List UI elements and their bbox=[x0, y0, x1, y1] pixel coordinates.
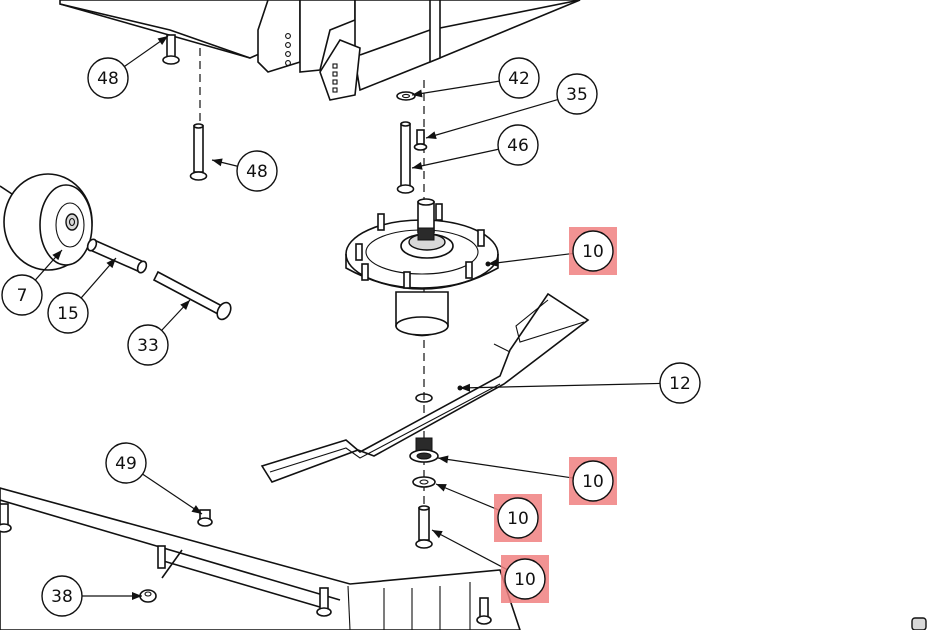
leader-arrowhead bbox=[436, 484, 447, 492]
leader-arrowhead bbox=[488, 258, 499, 267]
callout-10d: 10 bbox=[431, 529, 549, 603]
callout-bubble bbox=[497, 124, 539, 166]
callout-layer: 48 48 42 35 46 10 7 15 33 12 10 10 10 49 38 bbox=[1, 35, 701, 617]
callout-label: 35 bbox=[566, 85, 588, 105]
callout-label: 46 bbox=[507, 136, 529, 156]
leader-arrowhead bbox=[157, 36, 168, 46]
washer-42 bbox=[396, 91, 416, 101]
leader-arrowhead bbox=[180, 300, 190, 311]
leader-line bbox=[459, 382, 661, 389]
callout-10c: 10 bbox=[435, 483, 542, 542]
nut-35 bbox=[413, 129, 428, 151]
callout-bubble bbox=[556, 73, 598, 115]
callout-49: 49 bbox=[105, 442, 203, 515]
callout-bubble bbox=[127, 324, 169, 366]
blade-bolt bbox=[415, 505, 433, 549]
callout-label: 7 bbox=[17, 286, 28, 306]
leader-arrowhead bbox=[106, 258, 116, 269]
leader-arrowhead bbox=[412, 161, 423, 170]
axle-bolt-33 bbox=[152, 270, 232, 321]
callout-bubble bbox=[659, 362, 701, 404]
callout-bubble bbox=[572, 230, 614, 272]
callout-label: 10 bbox=[582, 242, 604, 262]
callout-7: 7 bbox=[1, 249, 63, 316]
spacer-tube-15 bbox=[86, 238, 148, 274]
callout-label: 10 bbox=[507, 509, 529, 529]
callout-bubble bbox=[498, 57, 540, 99]
leader-line bbox=[142, 473, 203, 515]
corner-fragment bbox=[911, 617, 927, 630]
callout-label: 48 bbox=[246, 162, 268, 182]
callout-label: 48 bbox=[97, 69, 119, 89]
leader-line bbox=[437, 457, 574, 479]
bolt-46 bbox=[396, 121, 415, 194]
callout-label: 10 bbox=[514, 570, 536, 590]
callout-10b: 10 bbox=[437, 455, 617, 505]
callout-38: 38 bbox=[41, 575, 142, 617]
bolt-48-lower bbox=[189, 123, 208, 181]
callout-bubble bbox=[497, 497, 539, 539]
callout-bubble bbox=[47, 292, 89, 334]
leader-arrowhead bbox=[432, 530, 443, 539]
leader-line bbox=[425, 99, 558, 139]
callout-bubble bbox=[572, 460, 614, 502]
spindle-housing bbox=[345, 198, 499, 337]
callout-label: 10 bbox=[582, 472, 604, 492]
leader-line bbox=[435, 483, 500, 511]
wheel-assembly bbox=[0, 173, 93, 271]
leader-line bbox=[487, 252, 574, 265]
leader-arrowhead bbox=[426, 131, 437, 140]
callout-bubble bbox=[1, 274, 43, 316]
callout-label: 49 bbox=[115, 454, 137, 474]
leader-line bbox=[431, 529, 508, 571]
bolt-48-upper bbox=[162, 34, 180, 65]
callout-15: 15 bbox=[47, 257, 117, 334]
callout-42: 42 bbox=[411, 57, 540, 99]
callout-10a: 10 bbox=[487, 227, 617, 275]
deck-bracket-top bbox=[59, 0, 581, 101]
callout-bubble bbox=[41, 575, 83, 617]
spindle-nut bbox=[409, 437, 439, 463]
callout-12: 12 bbox=[459, 362, 701, 404]
deck-skirt bbox=[0, 487, 521, 630]
callout-48a: 48 bbox=[87, 35, 169, 99]
callout-46: 46 bbox=[411, 124, 539, 170]
leader-arrowhead bbox=[132, 592, 142, 600]
callout-label: 42 bbox=[508, 69, 530, 89]
callout-35: 35 bbox=[425, 73, 598, 140]
callout-48b: 48 bbox=[211, 150, 278, 192]
leader-arrowhead bbox=[438, 455, 449, 464]
nut-38 bbox=[139, 589, 157, 603]
leader-arrowhead bbox=[52, 250, 62, 261]
callout-bubble bbox=[87, 57, 129, 99]
bolt-49 bbox=[197, 509, 213, 527]
callout-bubble bbox=[504, 558, 546, 600]
callout-bubble bbox=[236, 150, 278, 192]
leader-line bbox=[411, 148, 499, 169]
leader-arrowhead bbox=[460, 383, 471, 392]
callout-label: 15 bbox=[57, 304, 79, 324]
callout-label: 12 bbox=[669, 374, 691, 394]
callout-bubble bbox=[105, 442, 147, 484]
leader-arrowhead bbox=[412, 89, 423, 98]
leader-arrowhead bbox=[212, 158, 223, 167]
blade-washer bbox=[412, 476, 436, 488]
leader-line bbox=[411, 80, 500, 96]
callout-label: 33 bbox=[137, 336, 159, 356]
callout-label: 38 bbox=[51, 587, 73, 607]
callout-33: 33 bbox=[127, 299, 191, 366]
leader-arrowhead bbox=[191, 505, 202, 514]
blade-12 bbox=[260, 292, 590, 483]
